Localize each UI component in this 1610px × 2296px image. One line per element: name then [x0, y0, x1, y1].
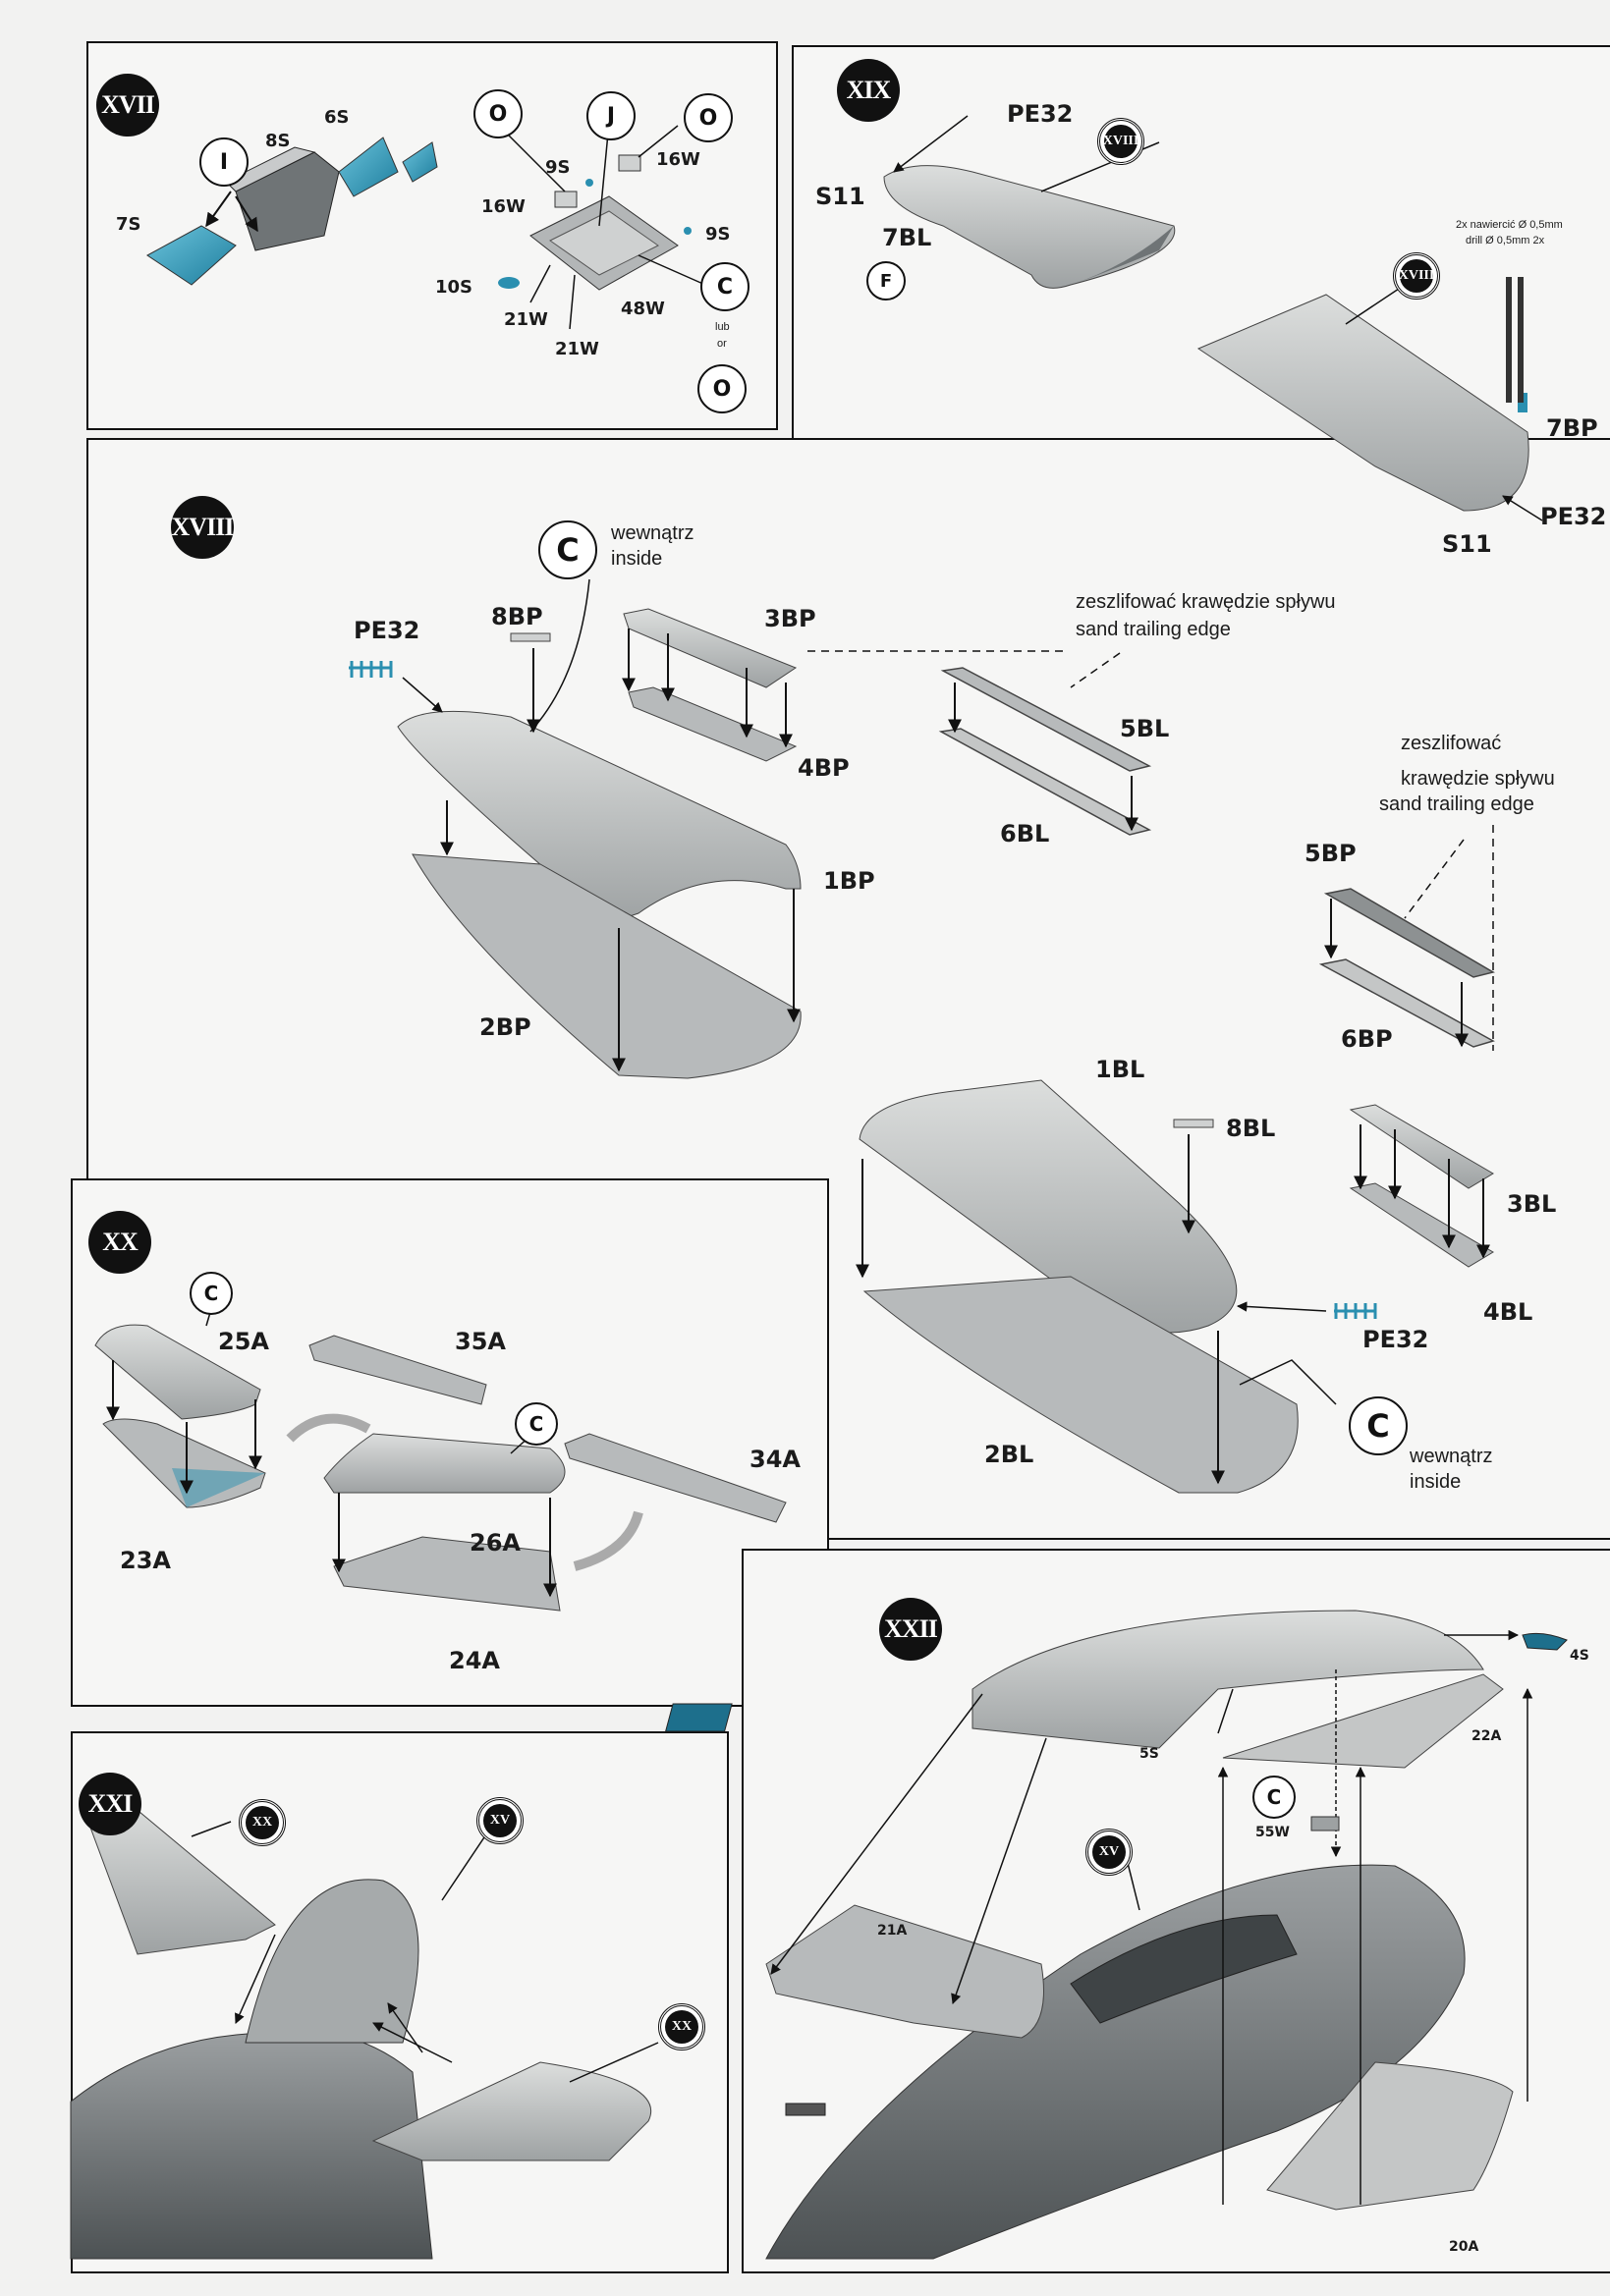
- note-inside-en-1: inside: [611, 548, 663, 570]
- note-or: or: [717, 338, 727, 350]
- step-badge-xxi: XXI: [79, 1773, 141, 1835]
- note-sand-pl-2a: zeszlifować: [1401, 733, 1502, 754]
- step-badge-xix: XIX: [837, 59, 900, 122]
- part-55w: 55W: [1255, 1825, 1290, 1840]
- part-5s: 5S: [1139, 1746, 1159, 1762]
- ref-step-xx-1: XX: [239, 1799, 286, 1846]
- circle-c-xviii-1: C: [538, 520, 597, 579]
- circle-f: F: [866, 261, 906, 301]
- part-1bp: 1BP: [823, 867, 875, 895]
- part-8s: 8S: [265, 131, 291, 151]
- part-26a: 26A: [470, 1529, 521, 1557]
- part-9s-1: 9S: [545, 157, 571, 178]
- part-3bl: 3BL: [1507, 1190, 1557, 1218]
- part-34a: 34A: [749, 1446, 801, 1473]
- part-35a: 35A: [455, 1328, 506, 1355]
- note-inside-pl-1: wewnątrz: [611, 522, 694, 544]
- circle-c-xx-1: C: [190, 1272, 233, 1315]
- note-inside-pl-2: wewnątrz: [1410, 1446, 1493, 1467]
- part-4bp: 4BP: [798, 754, 850, 782]
- circle-c-xxii: C: [1252, 1776, 1296, 1819]
- part-s11-xix-2: S11: [1442, 530, 1492, 558]
- ref-step-xv-2: XV: [1085, 1829, 1133, 1876]
- xix-drawing: [883, 115, 1543, 521]
- xviii-drawing: [349, 578, 1495, 1494]
- ref-step-xviii-2: XVIII: [1393, 252, 1440, 300]
- note-drill-en: drill Ø 0,5mm 2x: [1466, 235, 1545, 246]
- part-8bp: 8BP: [491, 603, 543, 630]
- part-5bl: 5BL: [1120, 715, 1170, 742]
- xxii-drawing: [664, 1610, 1568, 2260]
- part-2bl: 2BL: [984, 1441, 1034, 1468]
- note-sand-en-2: sand trailing edge: [1379, 793, 1534, 815]
- ref-step-xviii-1: XVIII: [1097, 118, 1144, 165]
- ref-step-xv-1: XV: [476, 1797, 524, 1844]
- note-sand-pl-2b: krawędzie spływu: [1401, 768, 1555, 790]
- note-sand-en-1: sand trailing edge: [1076, 619, 1231, 640]
- xx-drawing: [94, 1308, 787, 1612]
- note-lub: lub: [715, 321, 730, 333]
- part-48w: 48W: [621, 299, 665, 319]
- part-21w-1: 21W: [504, 309, 548, 330]
- circle-c-xviii-2: C: [1349, 1396, 1408, 1455]
- part-7bl-xix: 7BL: [882, 224, 932, 251]
- part-16w-2: 16W: [481, 196, 526, 217]
- circle-o-3: O: [697, 364, 747, 413]
- part-2bp: 2BP: [479, 1013, 531, 1041]
- part-s11-xix-1: S11: [815, 183, 865, 210]
- step-badge-xx: XX: [88, 1211, 151, 1274]
- xxi-drawing: [70, 1801, 659, 2260]
- circle-c-xx-2: C: [515, 1402, 558, 1446]
- note-sand-pl-1: zeszlifować krawędzie spływu: [1076, 591, 1336, 613]
- part-6bp: 6BP: [1341, 1025, 1393, 1053]
- part-3bp: 3BP: [764, 605, 816, 632]
- ref-step-xx-2: XX: [658, 2003, 705, 2050]
- step-badge-xvii: XVII: [96, 74, 159, 137]
- part-16w-1: 16W: [656, 149, 700, 170]
- part-10s: 10S: [435, 277, 473, 298]
- part-9s-2: 9S: [705, 224, 731, 245]
- step-badge-xxii: XXII: [879, 1598, 942, 1661]
- part-23a: 23A: [120, 1547, 171, 1574]
- part-pe32-xviii-1: PE32: [354, 617, 420, 644]
- note-drill-pl: 2x nawiercić Ø 0,5mm: [1456, 219, 1563, 231]
- step-badge-xviii: XVIII: [171, 496, 234, 559]
- part-1bl: 1BL: [1095, 1056, 1145, 1083]
- part-8bl: 8BL: [1226, 1115, 1276, 1142]
- circle-o-1: O: [473, 89, 523, 138]
- part-pe32-xix-2: PE32: [1540, 503, 1607, 530]
- part-7bp-xix: 7BP: [1546, 414, 1598, 442]
- part-pe32-xix-1: PE32: [1007, 100, 1074, 128]
- note-inside-en-2: inside: [1410, 1471, 1462, 1493]
- part-20a: 20A: [1449, 2239, 1479, 2255]
- circle-c-xvii: C: [700, 262, 749, 311]
- circle-j: J: [586, 91, 636, 140]
- circle-o-2: O: [684, 93, 733, 142]
- part-7s: 7S: [116, 214, 141, 235]
- part-6s: 6S: [324, 107, 350, 128]
- part-21a: 21A: [877, 1923, 908, 1939]
- part-4bl: 4BL: [1483, 1298, 1533, 1326]
- part-6bl: 6BL: [1000, 820, 1050, 847]
- xvii-drawing: [146, 120, 706, 330]
- part-5bp: 5BP: [1305, 840, 1357, 867]
- circle-i: I: [199, 137, 249, 187]
- part-21w-2: 21W: [555, 339, 599, 359]
- part-25a: 25A: [218, 1328, 269, 1355]
- part-pe32-xviii-2: PE32: [1362, 1326, 1429, 1353]
- part-22a: 22A: [1471, 1728, 1502, 1744]
- part-24a: 24A: [449, 1647, 500, 1674]
- part-4s: 4S: [1570, 1648, 1589, 1664]
